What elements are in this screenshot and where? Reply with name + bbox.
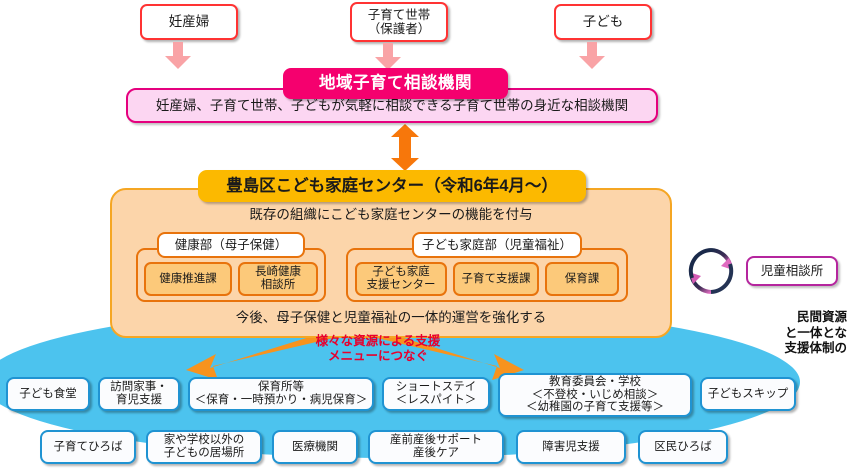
actor-box-child: 子ども: [554, 4, 652, 40]
consultation-banner: 地域子育て相談機関: [283, 68, 508, 99]
service-line: ＜保育・一時預かり・病児保育＞: [194, 394, 368, 406]
service-line: 育児支援: [116, 394, 162, 406]
service-line: 子育てひろば: [53, 440, 123, 453]
service-box-kodomo-shokudo: 子ども食堂: [6, 377, 90, 411]
service-line: 家や学校以外の: [163, 434, 245, 447]
jido-sodanjo-label: 児童相談所: [760, 264, 824, 278]
service-box-shogaiji-shien: 障害児支援: [516, 430, 626, 464]
center-note-bottom: 今後、母子保健と児童福祉の一体的運営を強化する: [110, 306, 672, 330]
service-box-iryo-kikan: 医療機関: [272, 430, 358, 464]
service-line: 子どもの居場所: [163, 447, 245, 459]
down-arrow-icon-1: [374, 43, 402, 71]
consultation-banner-label: 地域子育て相談機関: [319, 74, 472, 93]
center-note-top: 既存の組織にこども家庭センターの機能を付与: [110, 204, 672, 226]
service-line: 障害児支援: [542, 440, 600, 453]
unit-kodomo-katei-shien-center: 子ども家庭 支援センター: [355, 262, 447, 296]
service-line: 子ども食堂: [19, 387, 77, 400]
center-banner: 豊島区こども家庭センター（令和6年4月〜）: [198, 170, 586, 202]
service-box-ibasho: 家や学校以外の 子どもの居場所: [146, 430, 262, 464]
unit-nagasaki-kenko-sodanjo: 長崎健康 相談所: [238, 262, 318, 296]
private-resources-line-1: と一体とな: [784, 325, 847, 340]
cycle-arrows-icon: [684, 244, 738, 298]
actor-label-0: 妊産婦: [168, 14, 210, 30]
connector-caption: 様々な資源による支援 メニューにつなぐ: [268, 334, 488, 364]
service-box-kodomo-skip: 子どもスキップ: [700, 377, 796, 411]
service-line: ショートステイ: [395, 381, 477, 394]
service-line: ＜不登校・いじめ相談＞: [531, 388, 659, 401]
jido-sodanjo-box: 児童相談所: [746, 256, 838, 286]
actor-box-household: 子育て世帯 （保護者）: [350, 2, 448, 42]
center-note-bottom-text: 今後、母子保健と児童福祉の一体的運営を強化する: [235, 310, 547, 326]
service-line: ＜幼稚園の子育て支援等＞: [526, 401, 664, 414]
service-line: 保育所等: [258, 381, 304, 394]
unit-label-1-1: 子育て支援課: [461, 272, 531, 285]
unit-label-1-2: 保育課: [564, 272, 600, 285]
unit-kosodate-shienka: 子育て支援課: [453, 262, 539, 296]
service-line: ＜レスパイト＞: [395, 394, 477, 406]
center-note-top-text: 既存の組織にこども家庭センターの機能を付与: [249, 207, 533, 223]
service-line: 医療機関: [292, 440, 338, 453]
service-line: 訪問家事・: [110, 381, 168, 394]
service-line: 教育委員会・学校: [549, 375, 641, 388]
resource-connection-arrows: [180, 330, 530, 382]
down-arrow-icon-2: [578, 42, 606, 70]
service-box-sanzen-sango: 産前産後サポート 産後ケア: [368, 430, 504, 464]
service-box-hoikusho: 保育所等 ＜保育・一時預かり・病児保育＞: [188, 377, 374, 411]
unit-label-0-1: 長崎健康 相談所: [255, 266, 301, 291]
unit-kenko-suishinka: 健康推進課: [144, 262, 232, 296]
unit-label-0-0: 健康推進課: [159, 272, 217, 285]
private-resources-line-0: 民間資源: [796, 310, 847, 324]
connector-caption-line-1: メニューにつなぐ: [327, 349, 428, 363]
service-box-kyoiku-iinkai: 教育委員会・学校 ＜不登校・いじめ相談＞ ＜幼稚園の子育て支援等＞: [498, 373, 692, 417]
department-label-child-family: 子ども家庭部（児童福祉）: [412, 232, 582, 258]
unit-hoikuka: 保育課: [545, 262, 619, 296]
bidirectional-arrow-icon: [390, 124, 420, 171]
consultation-body-text: 妊産婦、子育て世帯、子どもが気軽に相談できる子育て世帯の身近な相談機関: [155, 97, 629, 113]
actor-label-1: 子育て世帯 （保護者）: [367, 8, 431, 36]
department-label-health-text: 健康部（母子保健）: [174, 238, 288, 252]
service-box-short-stay: ショートステイ ＜レスパイト＞: [382, 377, 490, 411]
unit-label-1-0: 子ども家庭 支援センター: [366, 266, 436, 291]
service-line: 産後ケア: [413, 447, 459, 459]
service-line: 区民ひろば: [654, 440, 712, 453]
service-line: 産前産後サポート: [390, 434, 482, 447]
service-box-kosodate-hiroba: 子育てひろば: [40, 430, 136, 464]
connector-caption-line-0: 様々な資源による支援: [315, 334, 441, 348]
private-resources-text: 民間資源 と一体とな 支援体制の: [640, 310, 847, 362]
down-arrow-icon-0: [164, 42, 192, 70]
center-banner-label: 豊島区こども家庭センター（令和6年4月〜）: [226, 176, 558, 195]
service-box-homon-kaji: 訪問家事・ 育児支援: [98, 377, 180, 411]
service-line: 子どもスキップ: [707, 387, 789, 400]
department-label-health: 健康部（母子保健）: [157, 232, 305, 258]
department-label-child-family-text: 子ども家庭部（児童福祉）: [421, 238, 572, 252]
service-box-kumin-hiroba: 区民ひろば: [638, 430, 728, 464]
private-resources-line-2: 支援体制の: [784, 341, 847, 356]
actor-box-pregnant: 妊産婦: [140, 4, 238, 40]
actor-label-2: 子ども: [582, 14, 624, 30]
